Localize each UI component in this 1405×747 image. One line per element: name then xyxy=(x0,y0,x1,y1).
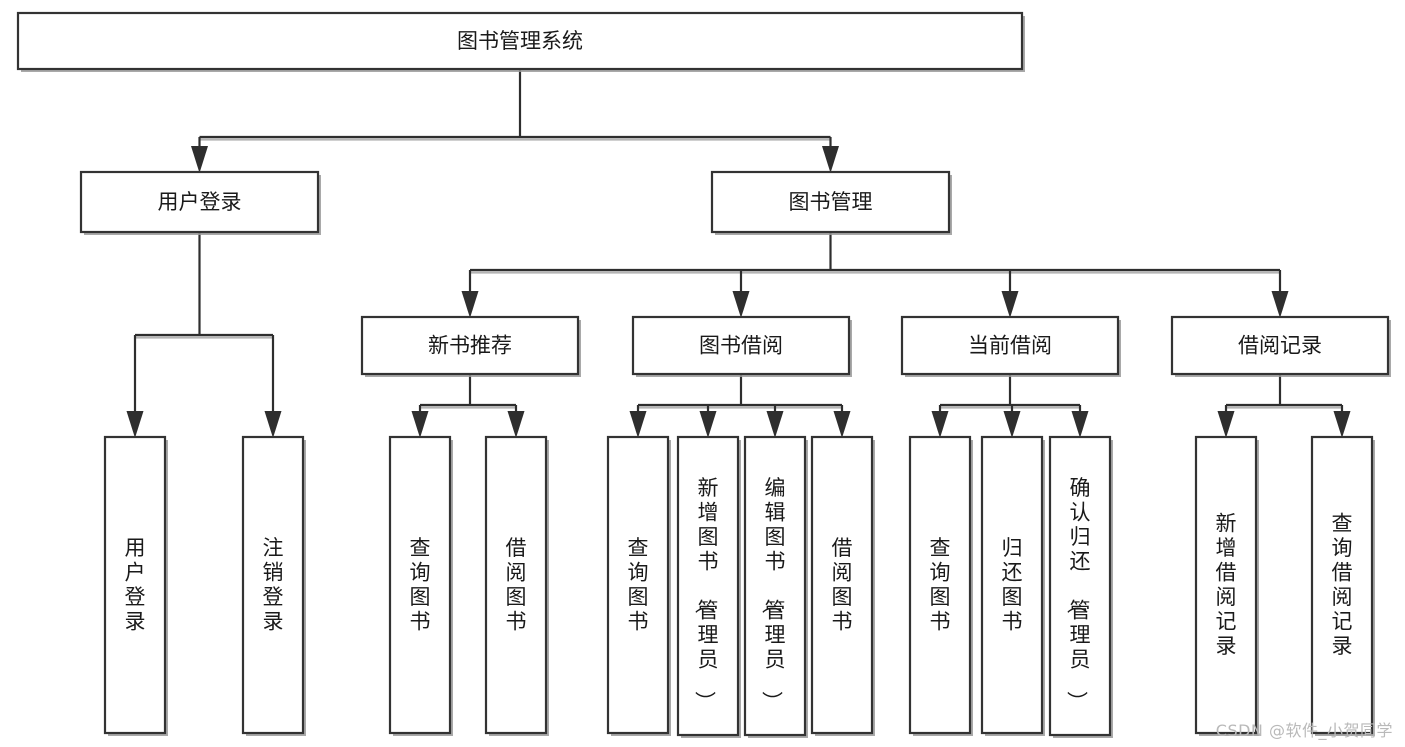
node-l1b[interactable]: 图书管理 xyxy=(710,170,952,235)
connector-group xyxy=(1217,374,1351,438)
node-l3e1[interactable]: 新增借阅记录 xyxy=(1194,435,1259,736)
node-l3d2[interactable]: 归还图书 xyxy=(980,435,1045,736)
node-label: 新增图书（管理员） xyxy=(693,476,719,712)
connector-group xyxy=(411,374,525,438)
node-label: 查询图书 xyxy=(930,536,951,634)
node-label: 当前借阅 xyxy=(968,334,1052,358)
node-label: 确认归还（管理员） xyxy=(1065,476,1091,712)
connector-group xyxy=(191,69,839,173)
node-label: 查询图书 xyxy=(628,536,649,634)
node-label: 图书管理 xyxy=(789,190,873,214)
node-l1a[interactable]: 用户登录 xyxy=(79,170,321,235)
node-l3d1[interactable]: 查询图书 xyxy=(908,435,973,736)
node-label: 新增借阅记录 xyxy=(1216,512,1237,659)
connector-group xyxy=(126,232,282,438)
node-l3c4[interactable]: 借阅图书 xyxy=(810,435,875,736)
connector-group xyxy=(629,374,851,438)
node-l3e2[interactable]: 查询借阅记录 xyxy=(1310,435,1375,736)
node-label: 图书借阅 xyxy=(699,334,783,358)
node-label: 注销登录 xyxy=(263,536,284,634)
node-label: 编辑图书（管理员） xyxy=(760,476,786,712)
node-l2a[interactable]: 新书推荐 xyxy=(360,315,581,377)
connector-group xyxy=(461,232,1289,318)
node-l2d[interactable]: 借阅记录 xyxy=(1170,315,1391,377)
watermark-label: CSDN @软件_小贺同学 xyxy=(1215,721,1393,740)
node-l3c3[interactable]: 编辑图书（管理员） xyxy=(743,435,808,738)
connector-group xyxy=(931,374,1089,438)
node-label: 借阅图书 xyxy=(832,536,853,634)
node-label: 借阅记录 xyxy=(1238,334,1322,358)
node-l2b[interactable]: 图书借阅 xyxy=(631,315,852,377)
node-label: 用户登录 xyxy=(158,190,242,214)
node-label: 借阅图书 xyxy=(506,536,527,634)
node-label: 归还图书 xyxy=(1002,536,1023,634)
node-l3b1[interactable]: 查询图书 xyxy=(388,435,453,736)
node-l3a2[interactable]: 注销登录 xyxy=(241,435,306,736)
node-root[interactable]: 图书管理系统 xyxy=(16,11,1025,72)
node-l3c2[interactable]: 新增图书（管理员） xyxy=(676,435,741,738)
node-layer: 图书管理系统用户登录图书管理新书推荐图书借阅当前借阅借阅记录用户登录注销登录查询… xyxy=(16,11,1391,738)
node-label: 查询图书 xyxy=(410,536,431,634)
node-label: 查询借阅记录 xyxy=(1332,512,1353,659)
node-label: 用户登录 xyxy=(125,536,146,634)
node-l3b2[interactable]: 借阅图书 xyxy=(484,435,549,736)
node-l3c1[interactable]: 查询图书 xyxy=(606,435,671,736)
node-l3a1[interactable]: 用户登录 xyxy=(103,435,168,736)
connector-layer xyxy=(126,69,1351,438)
node-l3d3[interactable]: 确认归还（管理员） xyxy=(1048,435,1113,738)
node-label: 新书推荐 xyxy=(428,334,512,358)
node-l2c[interactable]: 当前借阅 xyxy=(900,315,1121,377)
node-label: 图书管理系统 xyxy=(457,29,583,53)
